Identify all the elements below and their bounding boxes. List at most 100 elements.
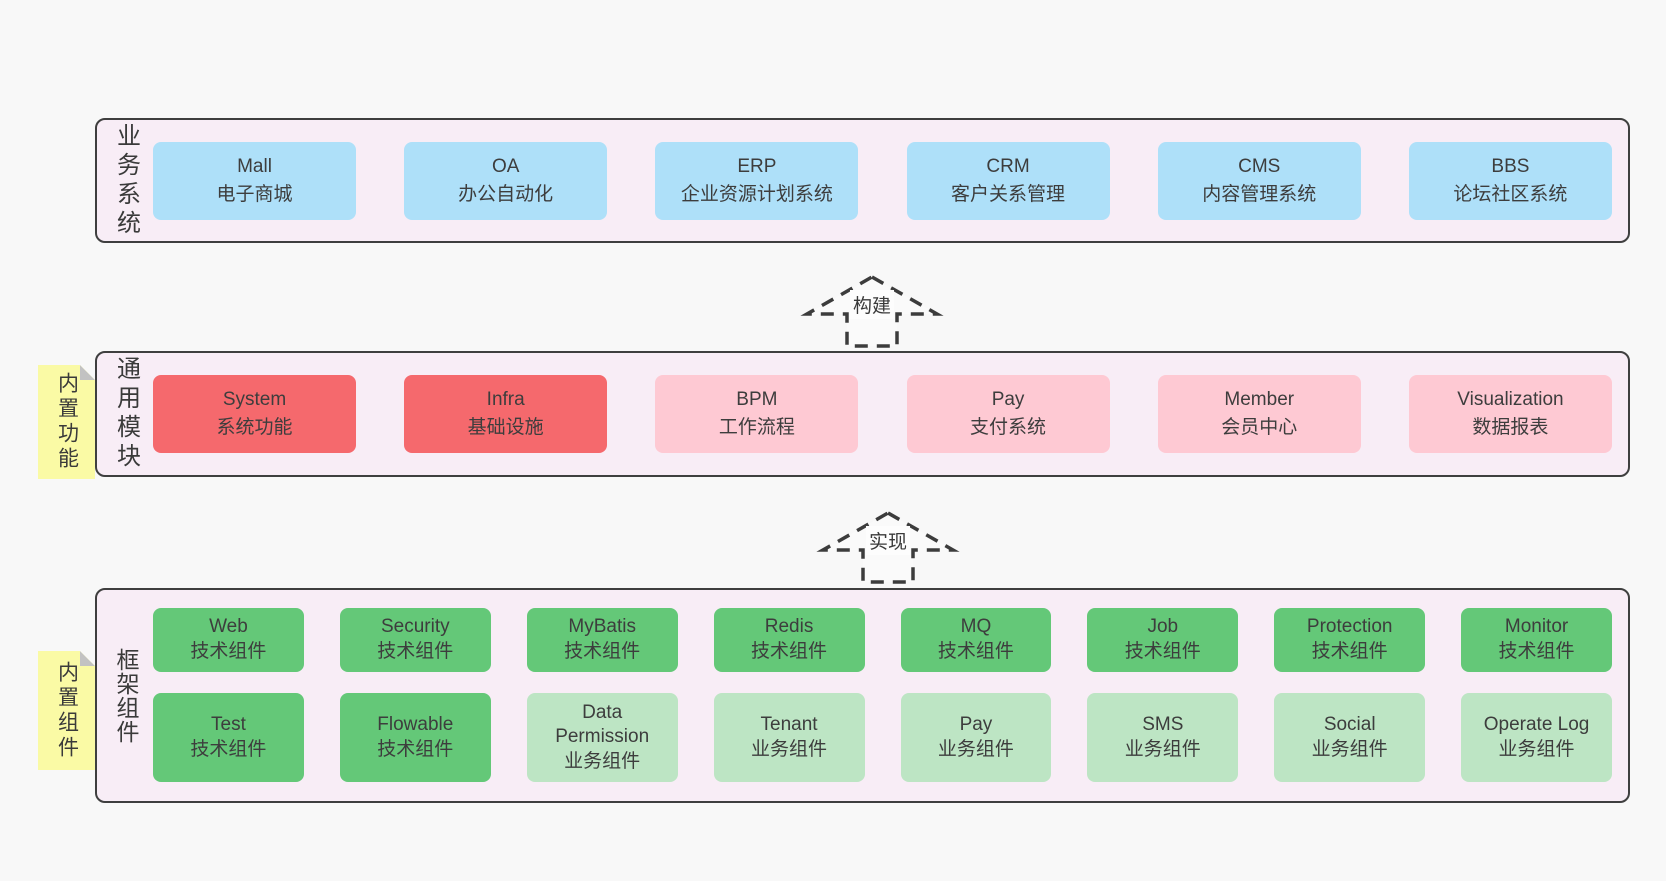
box-title: Monitor	[1504, 616, 1569, 638]
arrow-implement-label: 实现	[865, 526, 911, 555]
box-title: BPM	[736, 389, 778, 411]
box-subtitle: 论坛社区系统	[1453, 183, 1568, 205]
box-job: Job 技术组件	[1087, 608, 1239, 673]
box-mybatis: MyBatis 技术组件	[526, 608, 678, 673]
layer-framework-components: 框架组件 Web 技术组件 Security 技术组件 MyBatis 技术组件…	[95, 588, 1630, 803]
box-title: Job	[1147, 616, 1179, 638]
box-subtitle: 技术组件	[751, 641, 828, 663]
box-data-permission: Data Permission 业务组件	[526, 693, 678, 782]
box-title: BBS	[1491, 155, 1530, 177]
box-title: Security	[380, 616, 450, 638]
box-pay-system: Pay 支付系统	[906, 375, 1110, 453]
box-subtitle: 业务组件	[1498, 738, 1575, 760]
box-title: ERP	[737, 155, 777, 177]
arrow-implement: 实现	[813, 510, 963, 585]
layer-label-framework-components: 框架组件	[113, 647, 139, 744]
box-subtitle: 技术组件	[190, 738, 267, 760]
box-subtitle: 内容管理系统	[1202, 183, 1317, 205]
box-subtitle: 业务组件	[751, 738, 828, 760]
box-pay-component: Pay 业务组件	[900, 693, 1052, 782]
box-subtitle: 基础设施	[467, 417, 544, 438]
box-flowable: Flowable 技术组件	[339, 693, 491, 782]
box-title: MyBatis	[568, 616, 636, 638]
box-crm: CRM 客户关系管理	[906, 141, 1110, 220]
box-protection: Protection 技术组件	[1274, 608, 1426, 673]
box-subtitle: 系统功能	[216, 417, 293, 438]
box-title: Member	[1224, 389, 1295, 411]
box-title: Mall	[237, 155, 272, 177]
layer-common-modules: 通用模块 System 系统功能 Infra 基础设施 BPM 工作流程 Pay…	[95, 351, 1630, 477]
box-subtitle: 业务组件	[937, 738, 1014, 760]
box-title: CMS	[1238, 155, 1281, 177]
box-subtitle: 技术组件	[564, 641, 641, 663]
layer-label-common-modules: 通用模块	[112, 356, 140, 472]
box-subtitle: 技术组件	[377, 641, 454, 663]
box-subtitle: 技术组件	[190, 641, 267, 663]
box-social: Social 业务组件	[1274, 693, 1426, 782]
box-title: Operate Log	[1483, 713, 1590, 735]
box-subtitle: 企业资源计划系统	[680, 183, 833, 205]
box-mall: Mall 电子商城	[153, 141, 356, 220]
layer-label-business-systems: 业务系统	[112, 122, 140, 239]
box-subtitle: 办公自动化	[458, 183, 554, 205]
box-erp: ERP 企业资源计划系统	[655, 141, 859, 220]
folded-corner-icon	[80, 365, 95, 380]
box-subtitle: 技术组件	[377, 738, 454, 760]
box-title: Test	[211, 713, 246, 735]
box-redis: Redis 技术组件	[713, 608, 865, 673]
box-sms: SMS 业务组件	[1087, 693, 1239, 782]
box-subtitle: 业务组件	[1311, 738, 1388, 760]
box-title: Visualization	[1457, 389, 1564, 411]
box-subtitle: 客户关系管理	[951, 183, 1066, 205]
box-title: Infra	[486, 389, 525, 411]
box-operate-log: Operate Log 业务组件	[1461, 693, 1612, 782]
box-subtitle: 业务组件	[1124, 738, 1201, 760]
box-cms: CMS 内容管理系统	[1157, 141, 1361, 220]
box-title: MQ	[960, 616, 992, 638]
box-subtitle: 技术组件	[1498, 641, 1575, 663]
box-security: Security 技术组件	[339, 608, 491, 673]
box-member: Member 会员中心	[1157, 375, 1361, 453]
box-subtitle: 数据报表	[1472, 417, 1549, 438]
folded-corner-icon	[80, 651, 95, 666]
box-title: SMS	[1142, 713, 1184, 735]
box-title: OA	[491, 155, 520, 177]
arrow-build: 构建	[797, 274, 947, 349]
box-title: Protection	[1306, 616, 1393, 638]
box-web: Web 技术组件	[153, 608, 304, 673]
module-boxes-row: System 系统功能 Infra 基础设施 BPM 工作流程 Pay 支付系统…	[153, 353, 1612, 475]
box-monitor: Monitor 技术组件	[1461, 608, 1612, 673]
box-subtitle: 技术组件	[1311, 641, 1388, 663]
layer-business-systems: 业务系统 Mall 电子商城 OA 办公自动化 ERP 企业资源计划系统 CRM…	[95, 118, 1630, 243]
box-visualization: Visualization 数据报表	[1408, 375, 1612, 453]
box-tenant: Tenant 业务组件	[713, 693, 865, 782]
box-title: Pay	[991, 389, 1025, 411]
box-system: System 系统功能	[153, 375, 356, 453]
box-subtitle: 电子商城	[216, 183, 293, 205]
box-title: Data Permission	[555, 701, 650, 748]
box-bbs: BBS 论坛社区系统	[1408, 141, 1612, 220]
sticky-note-text: 内置组件	[55, 660, 79, 761]
box-mq: MQ 技术组件	[900, 608, 1052, 673]
box-subtitle: 业务组件	[564, 750, 641, 772]
sticky-note-built-in-components: 内置组件	[38, 651, 95, 770]
box-bpm: BPM 工作流程	[655, 375, 859, 453]
box-title: CRM	[986, 155, 1030, 177]
framework-boxes-grid: Web 技术组件 Security 技术组件 MyBatis 技术组件 Redi…	[153, 608, 1612, 782]
box-infra: Infra 基础设施	[404, 375, 608, 453]
box-subtitle: 会员中心	[1221, 417, 1298, 438]
sticky-note-text: 内置功能	[55, 372, 79, 472]
box-oa: OA 办公自动化	[404, 141, 608, 220]
business-boxes-row: Mall 电子商城 OA 办公自动化 ERP 企业资源计划系统 CRM 客户关系…	[153, 120, 1612, 241]
box-subtitle: 工作流程	[718, 417, 795, 438]
arrow-build-label: 构建	[849, 290, 895, 319]
box-title: Tenant	[760, 713, 818, 735]
box-title: Web	[209, 616, 248, 638]
box-subtitle: 技术组件	[1124, 641, 1201, 663]
box-title: Redis	[764, 616, 814, 638]
box-title: Social	[1323, 713, 1376, 735]
box-title: Flowable	[377, 713, 454, 735]
box-title: System	[222, 389, 287, 411]
box-test: Test 技术组件	[153, 693, 304, 782]
